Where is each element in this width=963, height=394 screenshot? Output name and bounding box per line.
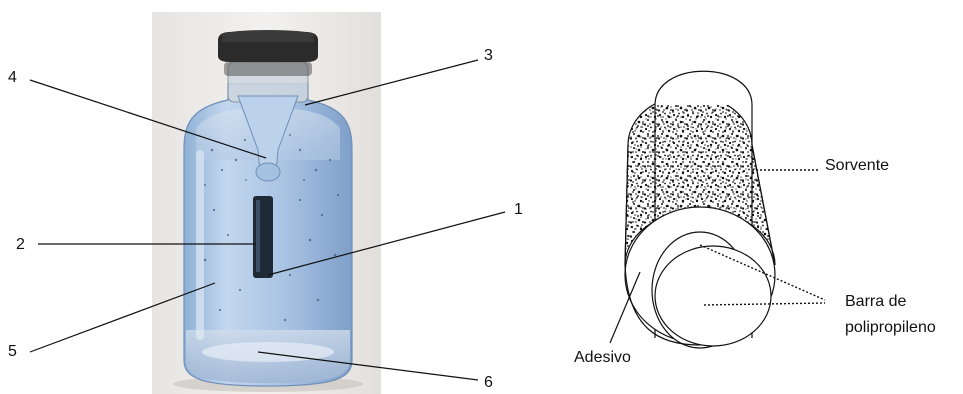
stir-bar-schematic bbox=[620, 71, 780, 348]
callout-number-4: 4 bbox=[8, 69, 17, 86]
glass-reflection bbox=[196, 150, 204, 340]
label-adhesive: Adesivo bbox=[574, 349, 631, 366]
label-sorbent: Sorvente bbox=[825, 157, 889, 174]
bar-top-cap bbox=[655, 71, 752, 105]
stopper-tip bbox=[256, 163, 280, 181]
callout-number-3: 3 bbox=[484, 47, 493, 64]
callout-number-1: 1 bbox=[514, 201, 523, 218]
crimp-ring bbox=[224, 62, 312, 76]
cap-top bbox=[220, 30, 316, 40]
callout-number-5: 5 bbox=[8, 343, 17, 360]
callout-number-6: 6 bbox=[484, 374, 493, 391]
bar-end bbox=[655, 246, 771, 346]
label-bar-line1: Barra de bbox=[845, 293, 906, 310]
label-bar-line2: polipropileno bbox=[845, 319, 936, 336]
vial-photograph bbox=[152, 12, 381, 394]
stir-bar-highlight bbox=[256, 200, 260, 272]
callout-number-2: 2 bbox=[16, 236, 25, 253]
